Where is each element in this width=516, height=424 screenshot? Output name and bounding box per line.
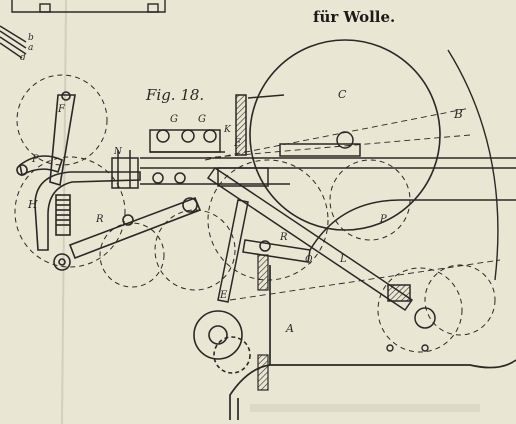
bracket-N [111,150,139,189]
crank-wheel [193,310,251,374]
label-E-lower: E [219,290,228,301]
label-P-top: P [31,154,39,165]
previous-figure-frame [11,0,166,13]
label-P-right: P [379,214,387,225]
label-R-small: R [95,214,104,225]
label-b: b [28,33,34,43]
label-B: B [453,107,463,121]
label-F: F [57,104,66,115]
label-a: a [28,43,33,53]
drum-C [249,39,441,231]
label-E-upper: E [233,138,242,149]
gear-block-GGK [149,129,225,153]
label-A: A [285,322,294,335]
diagonal-arm-L [206,166,414,312]
label-G2: G [198,114,206,125]
frame-A [229,265,516,420]
frame-P-right [309,199,516,251]
hatched-columns [257,254,269,391]
label-C: C [338,88,347,101]
label-N: N [113,147,123,157]
lever-R-small [68,196,202,260]
label-d: d [20,53,26,63]
label-L: L [339,254,347,265]
frame-H [34,171,141,271]
paper-crease [61,0,67,424]
lever-R-mid [242,239,311,263]
rod-E-lower [217,199,249,303]
label-G1: G [170,114,178,125]
main-beam [140,131,516,185]
label-K: K [223,125,232,135]
heading: für Wolle. [313,8,395,26]
feed-rollers [0,25,27,59]
figure-label: Fig. 18. [145,86,204,104]
rod-E-upper [235,94,285,156]
construction-lines [204,107,501,301]
label-Q: Q [305,255,313,265]
label-R-mid: R [279,232,288,243]
lever-F [16,91,76,187]
faint-bleed-through [250,404,480,412]
right-lower-details [377,264,496,353]
arc-B [447,49,499,281]
label-H: H [27,198,38,211]
